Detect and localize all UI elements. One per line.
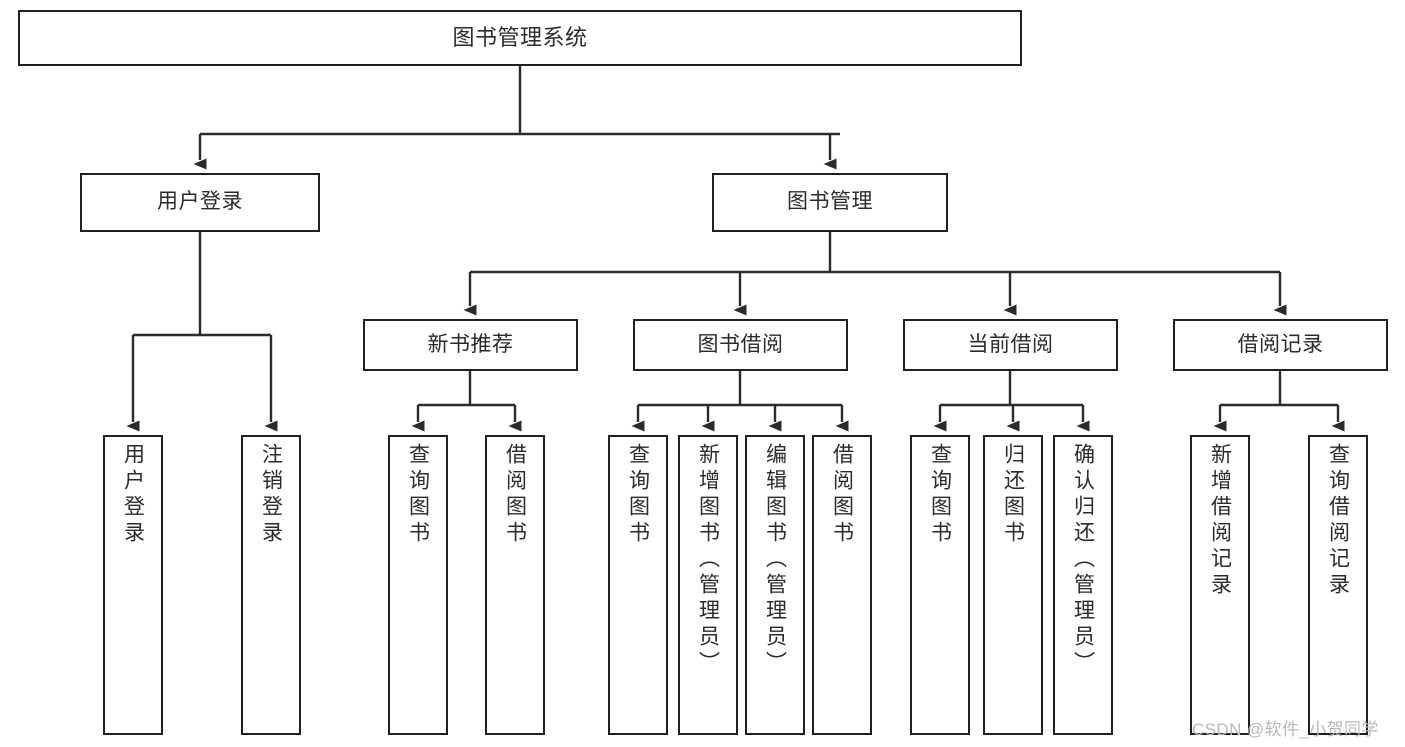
node-book-management[interactable]: 图书管理 — [712, 173, 948, 232]
leaf-query-book-recommend[interactable]: 查询图书 — [388, 435, 448, 735]
node-root-system[interactable]: 图书管理系统 — [18, 10, 1022, 66]
leaf-query-book-borrow[interactable]: 查询图书 — [608, 435, 668, 735]
leaf-edit-book-admin[interactable]: 编辑图书（管理员） — [745, 435, 805, 735]
node-current-borrow[interactable]: 当前借阅 — [903, 319, 1118, 371]
node-label: 用户登录 — [121, 443, 145, 547]
leaf-borrow-book-recommend[interactable]: 借阅图书 — [485, 435, 545, 735]
node-label: 图书借阅 — [697, 332, 784, 356]
node-label: 借阅图书 — [503, 443, 527, 547]
node-label: 确认归还（管理员） — [1071, 443, 1095, 677]
node-label: 图书管理系统 — [452, 25, 588, 51]
node-label: 查询图书 — [626, 443, 650, 547]
leaf-query-borrow-record[interactable]: 查询借阅记录 — [1308, 435, 1368, 735]
node-book-borrow[interactable]: 图书借阅 — [633, 319, 848, 371]
leaf-confirm-return-admin[interactable]: 确认归还（管理员） — [1053, 435, 1113, 735]
node-label: 当前借阅 — [967, 332, 1054, 356]
node-label: 新书推荐 — [427, 332, 514, 356]
node-label: 借阅记录 — [1237, 332, 1324, 356]
node-label: 新增图书（管理员） — [696, 443, 720, 677]
node-label: 查询借阅记录 — [1326, 443, 1350, 599]
node-label: 图书管理 — [787, 190, 873, 214]
leaf-borrow-book[interactable]: 借阅图书 — [812, 435, 872, 735]
node-new-book-recommend[interactable]: 新书推荐 — [363, 319, 578, 371]
node-borrow-record[interactable]: 借阅记录 — [1173, 319, 1388, 371]
leaf-query-book-current[interactable]: 查询图书 — [910, 435, 970, 735]
node-label: 借阅图书 — [830, 443, 854, 547]
node-label: 编辑图书（管理员） — [763, 443, 787, 677]
node-label: 用户登录 — [157, 190, 243, 214]
leaf-add-borrow-record[interactable]: 新增借阅记录 — [1190, 435, 1250, 735]
node-label: 归还图书 — [1001, 443, 1025, 547]
leaf-logout[interactable]: 注销登录 — [241, 435, 301, 735]
node-user-login[interactable]: 用户登录 — [80, 173, 320, 232]
leaf-user-login[interactable]: 用户登录 — [103, 435, 163, 735]
leaf-return-book[interactable]: 归还图书 — [983, 435, 1043, 735]
node-label: 注销登录 — [259, 443, 283, 547]
leaf-add-book-admin[interactable]: 新增图书（管理员） — [678, 435, 738, 735]
node-label: 新增借阅记录 — [1208, 443, 1232, 599]
watermark-text: CSDN @软件_小贺同学 — [1192, 720, 1379, 739]
node-label: 查询图书 — [928, 443, 952, 547]
node-label: 查询图书 — [406, 443, 430, 547]
